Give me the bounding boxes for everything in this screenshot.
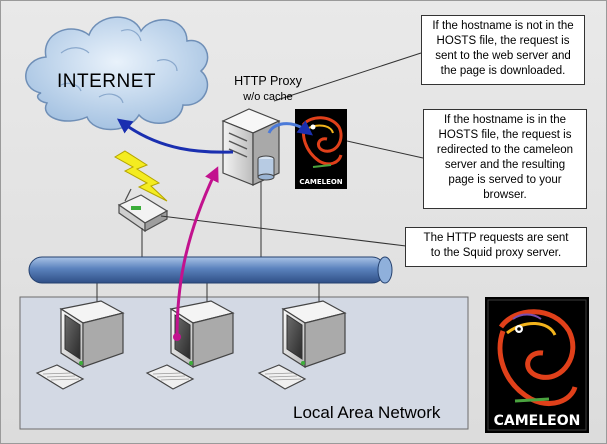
internet-label: INTERNET <box>57 71 156 92</box>
callout-not-in-hosts: If the hostname is not in the HOSTS file… <box>421 15 585 85</box>
computer-icon <box>145 300 235 390</box>
request-to-cameleon-arrow <box>267 120 314 136</box>
cloud-icon <box>25 16 209 131</box>
logo-large-text: CAMELEON <box>493 413 581 429</box>
request-origin-dot <box>173 333 181 341</box>
chameleon-logo-large <box>485 297 589 433</box>
callout-not-in-hosts-text: If the hostname is not in the HOSTS file… <box>432 20 574 77</box>
computer-icon <box>257 300 347 390</box>
callout-in-hosts: If the hostname is in the HOSTS file, th… <box>423 109 587 209</box>
computer-icon <box>35 300 125 390</box>
lightning-icon <box>114 150 168 202</box>
network-bus <box>28 256 393 284</box>
http-request-arrow <box>175 166 219 338</box>
logo-small-text: CAMELEON <box>299 178 343 186</box>
callout-http-requests-text: The HTTP requests are sent to the Squid … <box>423 232 569 259</box>
lan-label: Local Area Network <box>293 403 441 422</box>
request-to-internet-arrow <box>116 118 234 154</box>
callout-in-hosts-text: If the hostname is in the HOSTS file, th… <box>436 114 574 201</box>
callout-http-requests: The HTTP requests are sent to the Squid … <box>405 227 587 267</box>
network-links <box>96 52 424 307</box>
server-icon <box>221 108 281 186</box>
computers-group <box>35 300 347 390</box>
proxy-title: HTTP Proxy <box>234 74 302 88</box>
chameleon-logo-icon <box>295 109 347 189</box>
proxy-subtitle: w/o cache <box>243 91 293 103</box>
